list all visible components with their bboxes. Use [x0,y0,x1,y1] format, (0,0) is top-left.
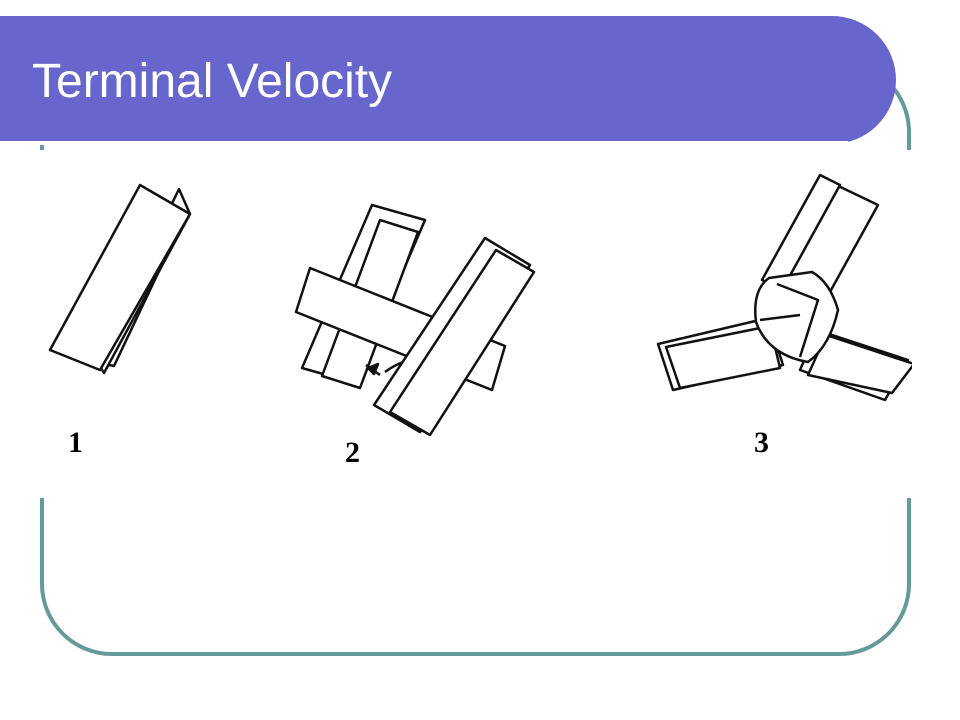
step-1-folded-strip [48,183,192,375]
step-3-label: 3 [754,426,769,459]
slide-title: Terminal Velocity [32,55,393,108]
paper-helicopter-illustration: 1 2 3 [40,150,912,498]
step-3-helicopter [656,173,912,402]
step-2-woven-strips [294,203,536,437]
title-underline [0,141,848,145]
title-bar: Terminal Velocity [0,16,896,145]
folding-steps-drawing [48,173,912,437]
step-1-label: 1 [68,426,83,459]
step-2-label: 2 [345,436,360,469]
